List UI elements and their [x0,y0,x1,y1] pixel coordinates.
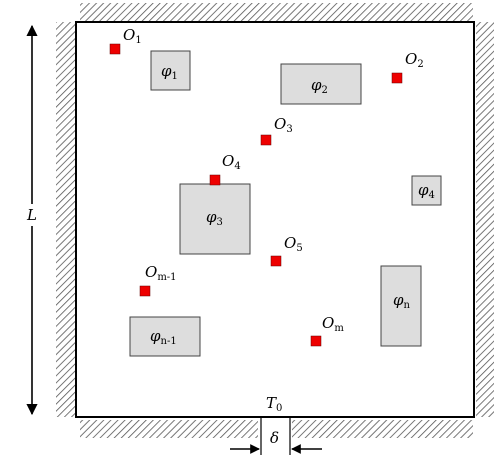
component-phi-3 [179,183,251,255]
component-phi-n-1-label: φn-1 [150,327,177,347]
component-phi-n-label: φn [393,291,411,311]
component-phi-n-1 [129,316,201,357]
left-wall-hatch [56,22,76,417]
heat-source-o4 [209,174,221,186]
top-wall-hatch [80,3,473,22]
heat-source-om [310,335,322,347]
component-phi-2 [280,63,362,105]
bottom-right-wall-hatch [292,420,473,438]
component-phi-4 [411,175,442,206]
heat-source-o3-label: O3 [274,115,293,135]
domain-boundary [75,21,475,418]
heat-source-om-1 [139,285,151,297]
component-phi-2-label: φ2 [311,76,328,96]
heat-source-o1-label: O1 [123,26,142,46]
bottom-left-wall-hatch [80,420,258,438]
heat-source-o5-label: O5 [284,234,303,254]
heat-source-om-1-label: Om-1 [145,263,177,283]
side-length-label-bg [26,204,40,226]
temperature-label: T0 [266,394,282,414]
heat-source-o4-label: O4 [222,152,241,172]
heat-source-o3 [260,134,272,146]
heat-source-o2-label: O2 [405,50,424,70]
heat-source-om-label: Om [322,314,344,334]
heat-source-o5 [270,255,282,267]
component-phi-1-label: φ1 [161,62,178,82]
heat-source-o2 [391,72,403,84]
right-wall-hatch [476,22,494,417]
gap-delta-label: δ [270,429,279,447]
component-phi-4-label: φ4 [418,181,435,201]
component-phi-3-label: φ3 [206,208,223,228]
side-length-label: L [26,206,37,224]
component-phi-n [380,265,422,347]
heat-source-o1 [109,43,121,55]
component-phi-1 [150,50,191,91]
